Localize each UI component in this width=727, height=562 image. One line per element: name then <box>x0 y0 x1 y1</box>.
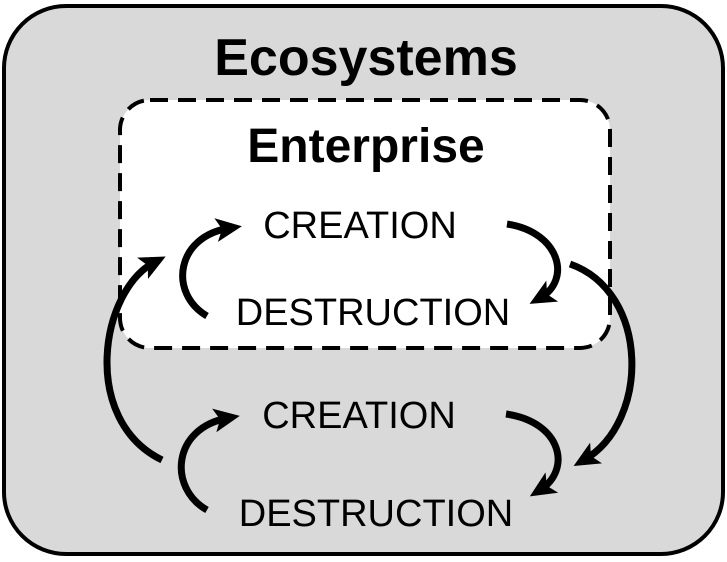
outer-left-arrow <box>103 256 166 464</box>
lower-destruction-label: DESTRUCTION <box>239 493 513 535</box>
inner-left-arrow <box>179 218 242 320</box>
outer-right-arrow <box>568 260 636 467</box>
inner-destruction-label: DESTRUCTION <box>236 292 510 334</box>
lower-left-arrow <box>177 408 240 514</box>
ecosystems-title: Ecosystems <box>214 29 518 87</box>
enterprise-box <box>118 98 612 350</box>
lower-creation-label: CREATION <box>262 395 456 437</box>
inner-creation-label: CREATION <box>263 205 457 247</box>
enterprise-title: Enterprise <box>247 120 484 173</box>
lower-right-arrow <box>505 410 562 497</box>
inner-right-arrow <box>506 220 561 304</box>
